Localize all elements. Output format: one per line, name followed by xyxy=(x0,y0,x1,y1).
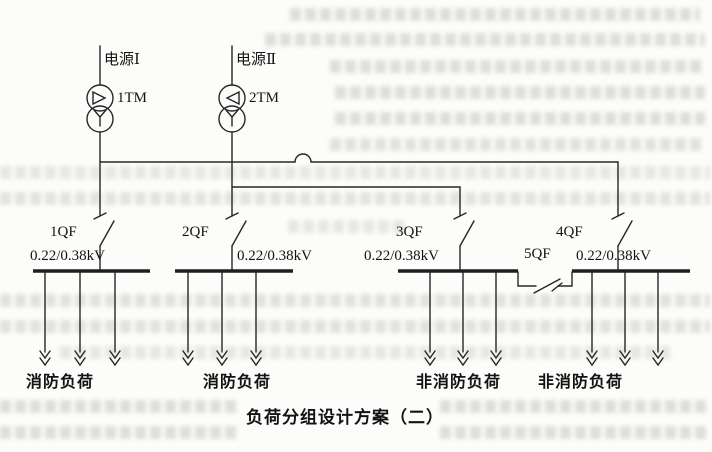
load-arrow xyxy=(216,272,228,367)
transformer-2-label: 2TM xyxy=(249,90,279,106)
load-arrow xyxy=(74,272,86,367)
load-arrow xyxy=(586,272,598,367)
bus-4-voltage-label: 0.22/0.38kV xyxy=(576,248,651,264)
transformer-1tm-symbol xyxy=(86,84,114,133)
load-arrow xyxy=(490,272,502,367)
load-arrow xyxy=(424,272,436,367)
load-arrow xyxy=(182,272,194,367)
source-1-label: 电源Ⅰ xyxy=(104,52,140,68)
source-2-label: 电源Ⅱ xyxy=(236,52,277,68)
wye-winding-icon xyxy=(225,109,239,127)
load-arrow xyxy=(39,272,51,367)
bus-tie-line xyxy=(517,271,573,287)
transformer-2tm-symbol xyxy=(218,84,246,133)
bus-1-load-label: 消防负荷 xyxy=(26,374,95,391)
load-arrow xyxy=(619,272,631,367)
load-arrow xyxy=(652,272,664,367)
breaker-5qf-symbol xyxy=(533,278,563,294)
breaker-2qf-symbol xyxy=(225,212,247,247)
delta-winding-icon xyxy=(92,90,107,106)
breaker-2qf-label: 2QF xyxy=(182,224,209,240)
breaker-4qf-label: 4QF xyxy=(556,224,583,240)
load-arrow xyxy=(250,272,262,367)
load-arrow xyxy=(457,272,469,367)
figure-caption: 负荷分组设计方案（二） xyxy=(246,408,444,427)
bus-3-load-label: 非消防负荷 xyxy=(416,374,502,391)
load-arrow xyxy=(109,272,121,367)
transformer-1-label: 1TM xyxy=(117,90,147,106)
breaker-1qf-label: 1QF xyxy=(50,224,77,240)
breaker-1qf-symbol xyxy=(93,212,115,247)
bus-2-load-label: 消防负荷 xyxy=(203,374,272,391)
bus-2-voltage-label: 0.22/0.38kV xyxy=(237,248,312,264)
breaker-3qf-symbol xyxy=(453,212,475,247)
feed-line-top xyxy=(99,153,619,163)
bus-4-load-label: 非消防负荷 xyxy=(538,374,624,391)
breaker-3qf-label: 3QF xyxy=(396,224,423,240)
delta-winding-icon xyxy=(225,90,240,106)
bus-1-voltage-label: 0.22/0.38kV xyxy=(30,248,105,264)
breaker-5qf-label: 5QF xyxy=(524,246,551,262)
breaker-4qf-symbol xyxy=(611,212,633,247)
bus-3-voltage-label: 0.22/0.38kV xyxy=(364,248,439,264)
wye-winding-icon xyxy=(93,109,107,127)
